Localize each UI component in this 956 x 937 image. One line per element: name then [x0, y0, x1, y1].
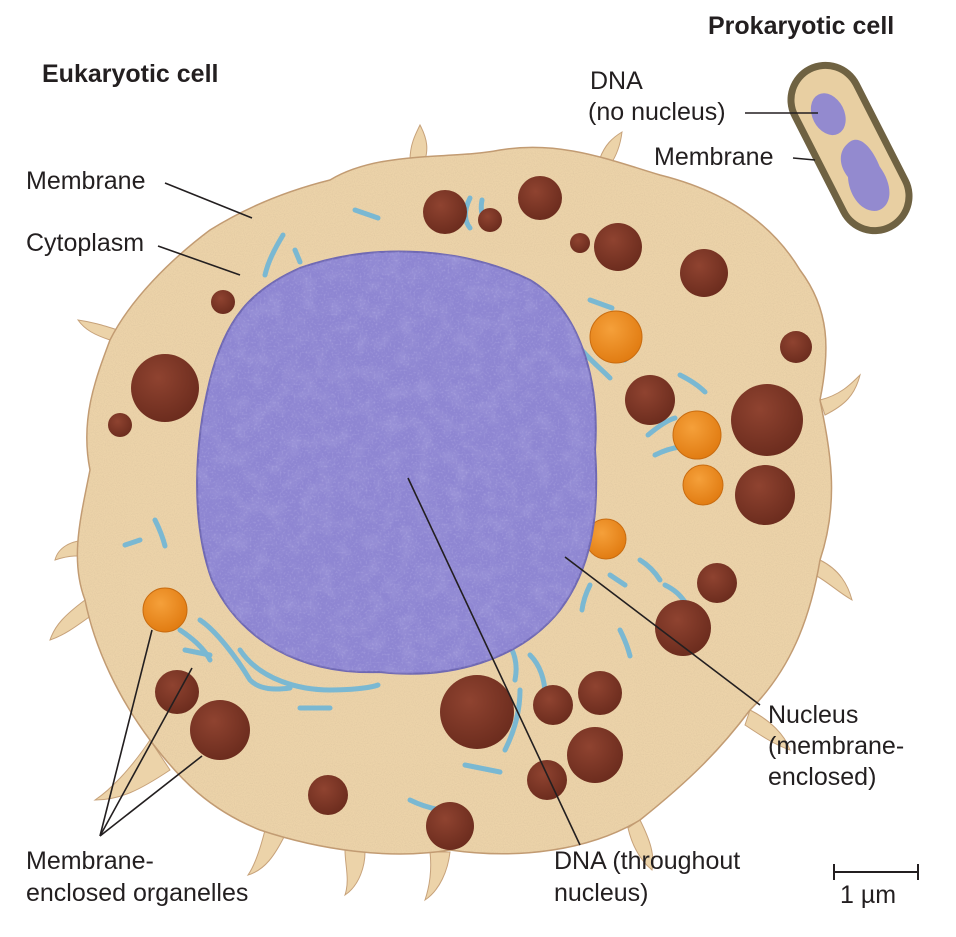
leader-cytoplasm: [157, 245, 241, 276]
organelle: [423, 190, 467, 234]
eukaryotic-cell: [49, 123, 861, 902]
organelle: [533, 685, 573, 725]
label-pro-dna-line2: (no nucleus): [588, 98, 726, 126]
leader-dna: [407, 477, 581, 846]
prokaryotic-title: Prokaryotic cell: [708, 12, 895, 40]
cell-protrusions: [49, 123, 861, 902]
organelle: [625, 375, 675, 425]
scale-bar: [833, 864, 919, 880]
organelle: [682, 464, 724, 506]
label-dna-line2: nucleus): [554, 879, 649, 907]
organelle: [478, 208, 502, 232]
label-nucleus-line3: enclosed): [768, 763, 877, 791]
prokaryotic-cell: [787, 61, 913, 235]
label-pro-membrane: Membrane: [654, 143, 774, 171]
scale-bar-label: 1 µm: [840, 881, 897, 909]
organelle: [680, 249, 728, 297]
organelle: [570, 233, 590, 253]
prokaryote-dna-lower: [840, 139, 890, 211]
organelles-orange: [142, 310, 724, 633]
organelle: [589, 310, 643, 364]
nucleus-texture-light: [197, 251, 597, 674]
organelle: [142, 587, 188, 633]
organelle: [672, 410, 722, 460]
organelle: [518, 176, 562, 220]
organelle: [131, 354, 199, 422]
label-organelles-line2: enclosed organelles: [26, 879, 249, 907]
label-cytoplasm: Cytoplasm: [26, 229, 145, 257]
organelle: [578, 671, 622, 715]
organelle: [440, 675, 514, 749]
label-pro-dna-line1: DNA: [590, 67, 643, 95]
organelle: [735, 465, 795, 525]
leader-organelle-3: [99, 755, 203, 837]
organelle: [697, 563, 737, 603]
organelle: [426, 802, 474, 850]
organelle: [108, 413, 132, 437]
label-nucleus-line1: Nucleus: [768, 701, 859, 729]
organelle: [155, 670, 199, 714]
label-organelles-line1: Membrane-: [26, 847, 154, 875]
eukaryotic-title: Eukaryotic cell: [42, 60, 219, 88]
label-euk-membrane: Membrane: [26, 167, 146, 195]
label-dna-line1: DNA (throughout: [554, 847, 741, 875]
prokaryote-dna-upper: [810, 93, 846, 136]
leader-lines: [99, 112, 818, 846]
leader-nucleus: [564, 556, 761, 706]
leader-organelle-1: [99, 629, 153, 837]
organelle: [211, 290, 235, 314]
organelle: [655, 600, 711, 656]
label-nucleus-line2: (membrane-: [768, 732, 905, 760]
organelle: [780, 331, 812, 363]
leader-euk-membrane: [164, 182, 253, 219]
organelle: [731, 384, 803, 456]
organelle: [594, 223, 642, 271]
leader-pro-membrane: [792, 157, 816, 161]
organelles-brown: [108, 176, 812, 850]
organelle: [308, 775, 348, 815]
leader-organelle-2: [99, 667, 193, 837]
organelle: [527, 760, 567, 800]
organelle: [567, 727, 623, 783]
organelle: [190, 700, 250, 760]
